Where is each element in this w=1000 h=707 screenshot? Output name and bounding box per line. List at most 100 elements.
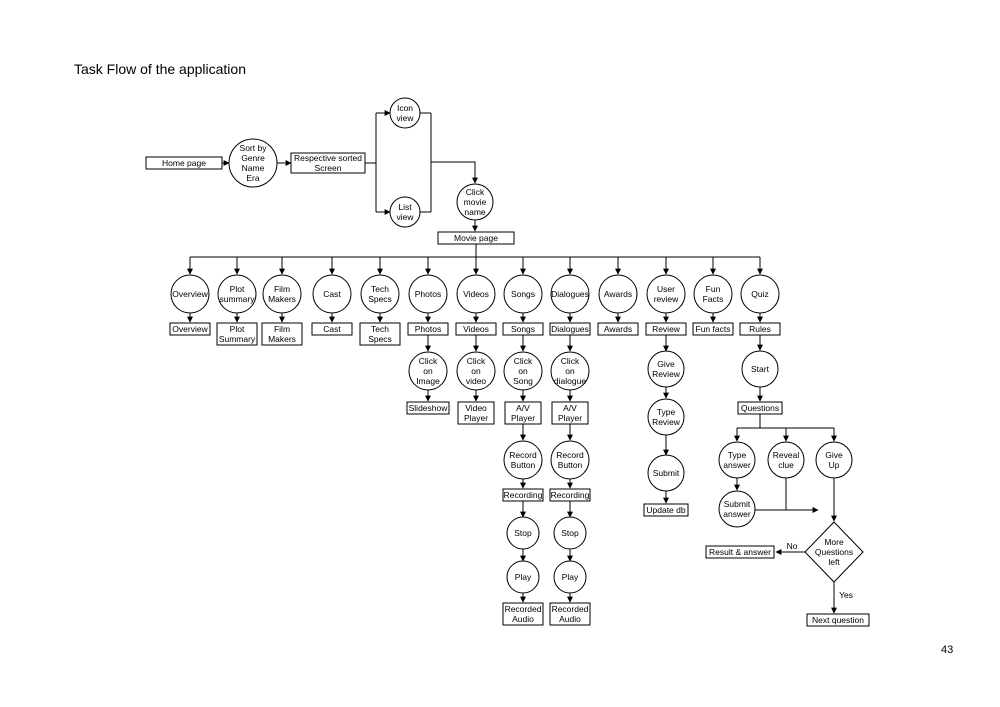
section-photos-page-box-text: Photos [415, 324, 441, 334]
click-on-video-node-text: on [471, 366, 481, 376]
click-on-video-node-text: video [466, 376, 487, 386]
section-film-makers-page-box-text: Makers [268, 334, 296, 344]
video-player-box-text: Video [465, 403, 487, 413]
section-awards-page-box [597, 322, 639, 336]
quiz-start-node-text: Start [751, 364, 770, 374]
song-av-player-box-text: A/V [516, 403, 530, 413]
section-dialogues-node-text: Dialogues [551, 289, 589, 299]
song-play-node [506, 560, 540, 594]
song-play-node-text: Play [515, 572, 532, 582]
click-on-video-node-text: Click [467, 356, 486, 366]
click-movie-name-node [456, 183, 494, 221]
section-quiz-node [740, 274, 780, 314]
section-quiz-page-box-text: Rules [749, 324, 771, 334]
section-plot-summary-node [217, 274, 257, 314]
song-click-node-text: Click [514, 356, 533, 366]
section-cast-node [312, 274, 352, 314]
section-songs-page-box-text: Songs [511, 324, 535, 334]
update-db-box-text: Update db [646, 505, 685, 515]
give-up-node-text: Give [825, 450, 843, 460]
dialogue-record-button-node [550, 440, 590, 480]
section-cast-page-box-text: Cast [323, 324, 341, 334]
section-videos-page-box [455, 322, 497, 336]
dialogue-click-node-text: dialogue [554, 376, 586, 386]
click-on-image-node-text: Click [419, 356, 438, 366]
section-tech-specs-page-box [359, 322, 401, 346]
song-recorded-audio-box [502, 602, 544, 626]
dialogue-record-button-node-text: Button [558, 460, 583, 470]
section-videos-node [456, 274, 496, 314]
section-fun-facts-node-text: Facts [703, 294, 724, 304]
song-click-node-text: on [518, 366, 528, 376]
click-on-image-node-text: on [423, 366, 433, 376]
section-overview-page-box [169, 322, 211, 336]
section-songs-page-box [502, 322, 544, 336]
song-recorded-audio-box-text: Audio [512, 614, 534, 624]
home-page-box [145, 156, 223, 170]
more-questions-left-diamond-text: Questions [815, 547, 853, 557]
section-film-makers-page-box [261, 322, 303, 346]
dialogue-recorded-audio-box-text: Recorded [552, 604, 589, 614]
song-stop-node [506, 516, 540, 550]
section-user-review-node [646, 274, 686, 314]
section-plot-summary-node-text: Plot [230, 284, 245, 294]
section-photos-page-box [407, 322, 449, 336]
home-page-box-text: Home page [162, 158, 206, 168]
submit-answer-node [718, 490, 756, 528]
dialogue-stop-node [553, 516, 587, 550]
song-stop-node-text: Stop [514, 528, 532, 538]
section-dialogues-page-box [549, 322, 591, 336]
give-up-node-text: Up [829, 460, 840, 470]
song-record-button-node-text: Record [509, 450, 537, 460]
icon-view-node [389, 97, 421, 129]
click-movie-name-node-text: name [464, 207, 486, 217]
dialogue-click-node [550, 351, 590, 391]
click-on-image-node-text: Image [416, 376, 440, 386]
section-tech-specs-node [360, 274, 400, 314]
quiz-start-node [741, 350, 779, 388]
more-questions-left-diamond-text: More [824, 537, 844, 547]
type-review-node-text: Type [657, 407, 676, 417]
list-view-node [389, 196, 421, 228]
no-label: No [787, 541, 798, 551]
section-user-review-page-box [645, 322, 687, 336]
song-recording-box-text: Recording [504, 490, 543, 500]
sort-by-node-text: Genre [241, 153, 265, 163]
section-plot-summary-page-box [216, 322, 258, 346]
dialogue-record-button-node-text: Record [556, 450, 584, 460]
sort-by-node-text: Era [246, 173, 260, 183]
submit-answer-node-text: Submit [724, 499, 751, 509]
sort-by-node-text: Name [242, 163, 265, 173]
slideshow-box [406, 401, 450, 415]
dialogue-recorded-audio-box [549, 602, 591, 626]
section-tech-specs-page-box-text: Tech [371, 324, 389, 334]
section-songs-node [503, 274, 543, 314]
section-film-makers-node-text: Film [274, 284, 290, 294]
icon-view-node-text: Icon [397, 103, 413, 113]
click-on-video-node [456, 351, 496, 391]
section-film-makers-node-text: Makers [268, 294, 296, 304]
song-recorded-audio-box-text: Recorded [505, 604, 542, 614]
give-review-node [647, 350, 685, 388]
section-photos-node [408, 274, 448, 314]
section-plot-summary-page-box-text: Plot [230, 324, 245, 334]
section-awards-node [598, 274, 638, 314]
section-photos-node-text: Photos [415, 289, 441, 299]
more-questions-left-diamond [804, 521, 864, 583]
respective-sorted-screen-box-text: Respective sorted [294, 153, 362, 163]
song-record-button-node-text: Button [511, 460, 536, 470]
dialogue-recorded-audio-box-text: Audio [559, 614, 581, 624]
connector [431, 161, 478, 184]
section-overview-node [170, 274, 210, 314]
sort-by-node [228, 138, 278, 188]
section-videos-page-box-text: Videos [463, 324, 489, 334]
section-user-review-node-text: User [657, 284, 675, 294]
give-review-node-text: Review [652, 369, 681, 379]
dialogue-play-node-text: Play [562, 572, 579, 582]
dialogue-play-node [553, 560, 587, 594]
section-user-review-page-box-text: Review [652, 324, 681, 334]
dialogue-stop-node-text: Stop [561, 528, 579, 538]
section-songs-node-text: Songs [511, 289, 535, 299]
click-movie-name-node-text: movie [464, 197, 487, 207]
